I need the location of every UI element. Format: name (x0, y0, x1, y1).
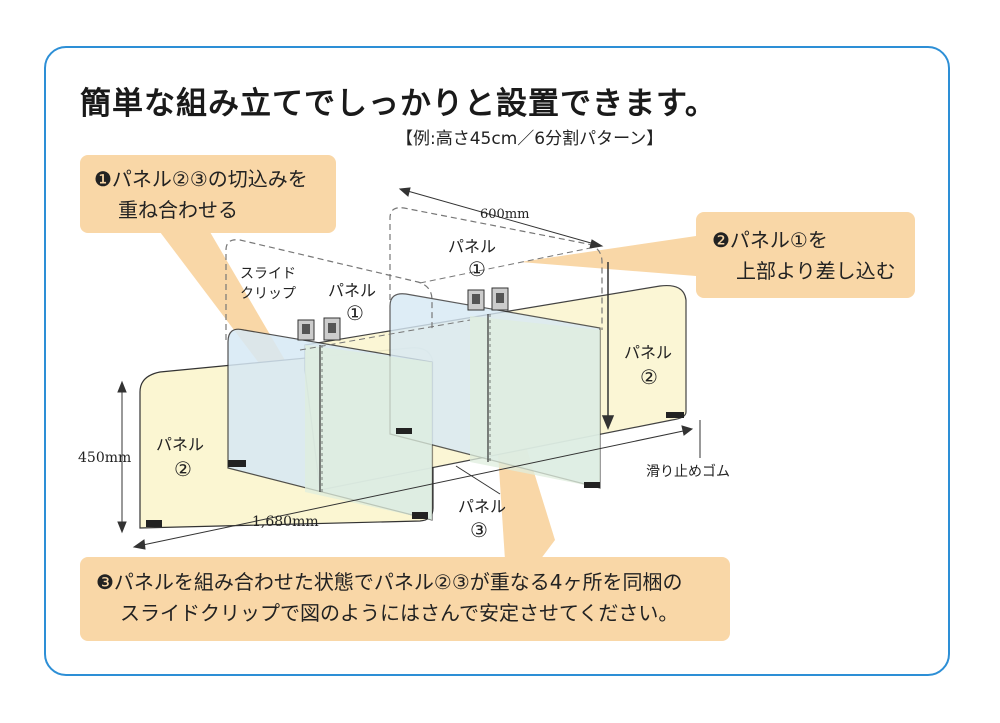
content-frame (44, 46, 950, 676)
insert-arrow (601, 262, 615, 430)
clip-label-line2: クリップ (240, 286, 296, 302)
callout-step3-line1: ❸パネルを組み合わせた状態でパネル②③が重なる4ヶ所を同梱の (96, 570, 683, 594)
panel-label-1-left: パネル (328, 281, 376, 300)
length-dimension (132, 425, 694, 550)
panel-num-1-top: ① (468, 257, 486, 281)
pattern-subtitle: 【例:高さ45cm／6分割パターン】 (396, 129, 664, 149)
panel-label-2-left: パネル (156, 435, 204, 454)
rubber-label: 滑り止めゴム (646, 463, 730, 480)
rubber-foot (228, 460, 246, 467)
slide-clip-left (297, 317, 341, 341)
rubber-foot (146, 520, 162, 527)
callout-step2-line1: ❷パネル①を (712, 228, 828, 252)
callout-step2-line2: 上部より差し込む (736, 259, 896, 283)
height-label: 450mm (78, 450, 131, 466)
rubber-foot (584, 482, 600, 488)
rubber-foot (396, 428, 412, 434)
callout-step1-line1: ❶パネル②③の切込みを (94, 167, 308, 191)
overlap-left (305, 345, 432, 520)
callout-step1-line2: 重ね合わせる (118, 198, 238, 222)
panel-num-1-left: ① (346, 301, 364, 325)
clip-label-line1: スライド (240, 266, 296, 282)
height-dimension (117, 380, 127, 534)
rubber-foot (412, 512, 428, 519)
width-dimension (398, 187, 604, 249)
overlap-right (470, 316, 600, 488)
slide-clip-right (467, 287, 509, 311)
panel-num-3: ③ (470, 518, 488, 542)
callout-step3: ❸パネルを組み合わせた状態でパネル②③が重なる4ヶ所を同梱の スライドクリップで… (80, 557, 730, 641)
callout2-pointer (520, 236, 696, 276)
panel-label-3: パネル (458, 497, 506, 516)
panel1-lift-outline-left (225, 239, 433, 340)
panel-num-2-left: ② (174, 457, 192, 481)
width-label: 600mm (480, 207, 529, 222)
callout-step3-line2: スライドクリップで図のようにはさんで安定させてください。 (120, 601, 679, 625)
rubber-foot (666, 412, 684, 418)
callout-step1: ❶パネル②③の切込みを 重ね合わせる (80, 155, 336, 233)
panel-label-1-top: パネル (448, 237, 496, 256)
panel-num-2-right: ② (640, 365, 658, 389)
page-title: 簡単な組み立てでしっかりと設置できます。 (80, 86, 717, 122)
length-label: 1,680mm (252, 514, 319, 530)
callout-step2: ❷パネル①を 上部より差し込む (696, 212, 915, 298)
panel-label-2-right: パネル (624, 343, 672, 362)
